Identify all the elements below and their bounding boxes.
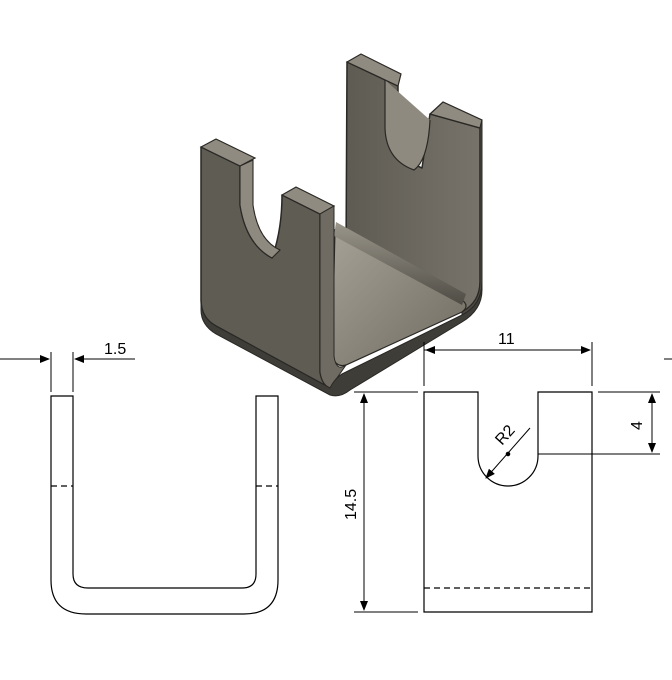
side-view [423, 391, 593, 613]
inner-bend [334, 222, 466, 305]
side-outline [423, 391, 593, 613]
width-dimension [423, 342, 593, 386]
thickness-label: 1.5 [104, 341, 126, 358]
thickness-dimension [0, 352, 135, 392]
height-label: 14.5 [343, 489, 360, 520]
bottom-bend-edge [200, 281, 483, 397]
radius-dimension [485, 427, 531, 479]
slot-depth-label: 4 [629, 421, 646, 430]
back-wall-cap-left [345, 53, 402, 87]
front-section-view [50, 395, 279, 615]
slot-depth-dimension [538, 391, 660, 455]
front-wall-slot [239, 159, 281, 259]
width-label: 11 [498, 331, 515, 348]
u-profile-outline [50, 395, 279, 615]
height-dimension [354, 391, 418, 613]
front-wall-edge [319, 205, 347, 389]
isometric-view [199, 53, 483, 397]
front-wall-face [200, 146, 331, 389]
front-wall-cap-left [199, 138, 257, 167]
back-wall-slot [384, 80, 431, 171]
